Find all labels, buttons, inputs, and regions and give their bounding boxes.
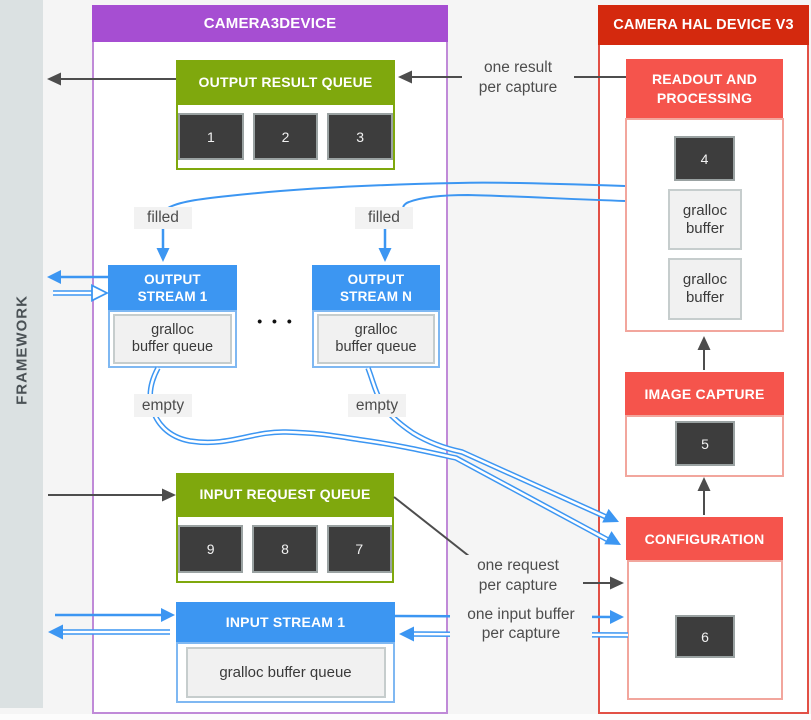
input-request-queue-header: INPUT REQUEST QUEUE	[176, 473, 394, 515]
label-filled-2: filled	[355, 207, 413, 229]
arrowhead	[48, 624, 63, 640]
result-buffer-slot: 3	[327, 113, 394, 160]
readout-gralloc-buffer: gralloc buffer	[668, 258, 742, 320]
output-result-queue-header: OUTPUT RESULT QUEUE	[176, 60, 395, 103]
camera-hal-title: CAMERA HAL DEVICE V3	[598, 5, 809, 45]
label-empty-2: empty	[348, 394, 406, 417]
stream-ellipsis: • • •	[257, 313, 295, 329]
result-buffer-slot: 2	[252, 113, 319, 160]
image-capture-slot: 5	[675, 421, 735, 466]
request-slot: 7	[326, 525, 392, 573]
input-stream-1-body: gralloc buffer queue	[176, 642, 395, 703]
input-stream-1-header: INPUT STREAM 1	[176, 602, 395, 642]
page-bottom-margin	[0, 714, 811, 720]
arrowhead	[47, 270, 61, 284]
label-one-input-buffer-per-capture: one input buffer per capture	[450, 603, 592, 645]
output-stream-1-header: OUTPUT STREAM 1	[108, 265, 237, 310]
configuration-header: CONFIGURATION	[626, 517, 783, 560]
configuration-slot: 6	[675, 615, 735, 658]
label-one-result-per-capture: one result per capture	[462, 57, 574, 99]
label-empty-1: empty	[134, 394, 192, 417]
result-buffer-slot: 1	[178, 113, 244, 160]
output-stream-1-gralloc-queue: gralloc buffer queue	[113, 314, 232, 364]
output-result-queue-body: 1 2 3	[176, 103, 395, 170]
input-stream-1-gralloc-queue: gralloc buffer queue	[185, 647, 386, 698]
request-slot: 8	[252, 525, 318, 573]
framework-strip	[0, 0, 43, 708]
camera3device-title: CAMERA3DEVICE	[92, 5, 448, 42]
image-capture-header: IMAGE CAPTURE	[625, 372, 784, 415]
output-stream-n-body: gralloc buffer queue	[312, 310, 440, 368]
request-slot: 9	[178, 525, 244, 573]
input-request-queue-body: 9 8 7	[176, 515, 394, 583]
readout-processing-header: READOUT AND PROCESSING	[626, 59, 783, 118]
output-stream-1-body: gralloc buffer queue	[108, 310, 237, 368]
readout-slot: 4	[674, 136, 735, 181]
framework-label: FRAMEWORK	[13, 295, 31, 405]
arrowhead	[47, 72, 61, 86]
readout-gralloc-buffer: gralloc buffer	[668, 189, 742, 250]
label-one-request-per-capture: one request per capture	[462, 555, 574, 597]
output-stream-n-header: OUTPUT STREAM N	[312, 265, 440, 310]
label-filled-1: filled	[134, 207, 192, 229]
output-stream-n-gralloc-queue: gralloc buffer queue	[317, 314, 435, 364]
